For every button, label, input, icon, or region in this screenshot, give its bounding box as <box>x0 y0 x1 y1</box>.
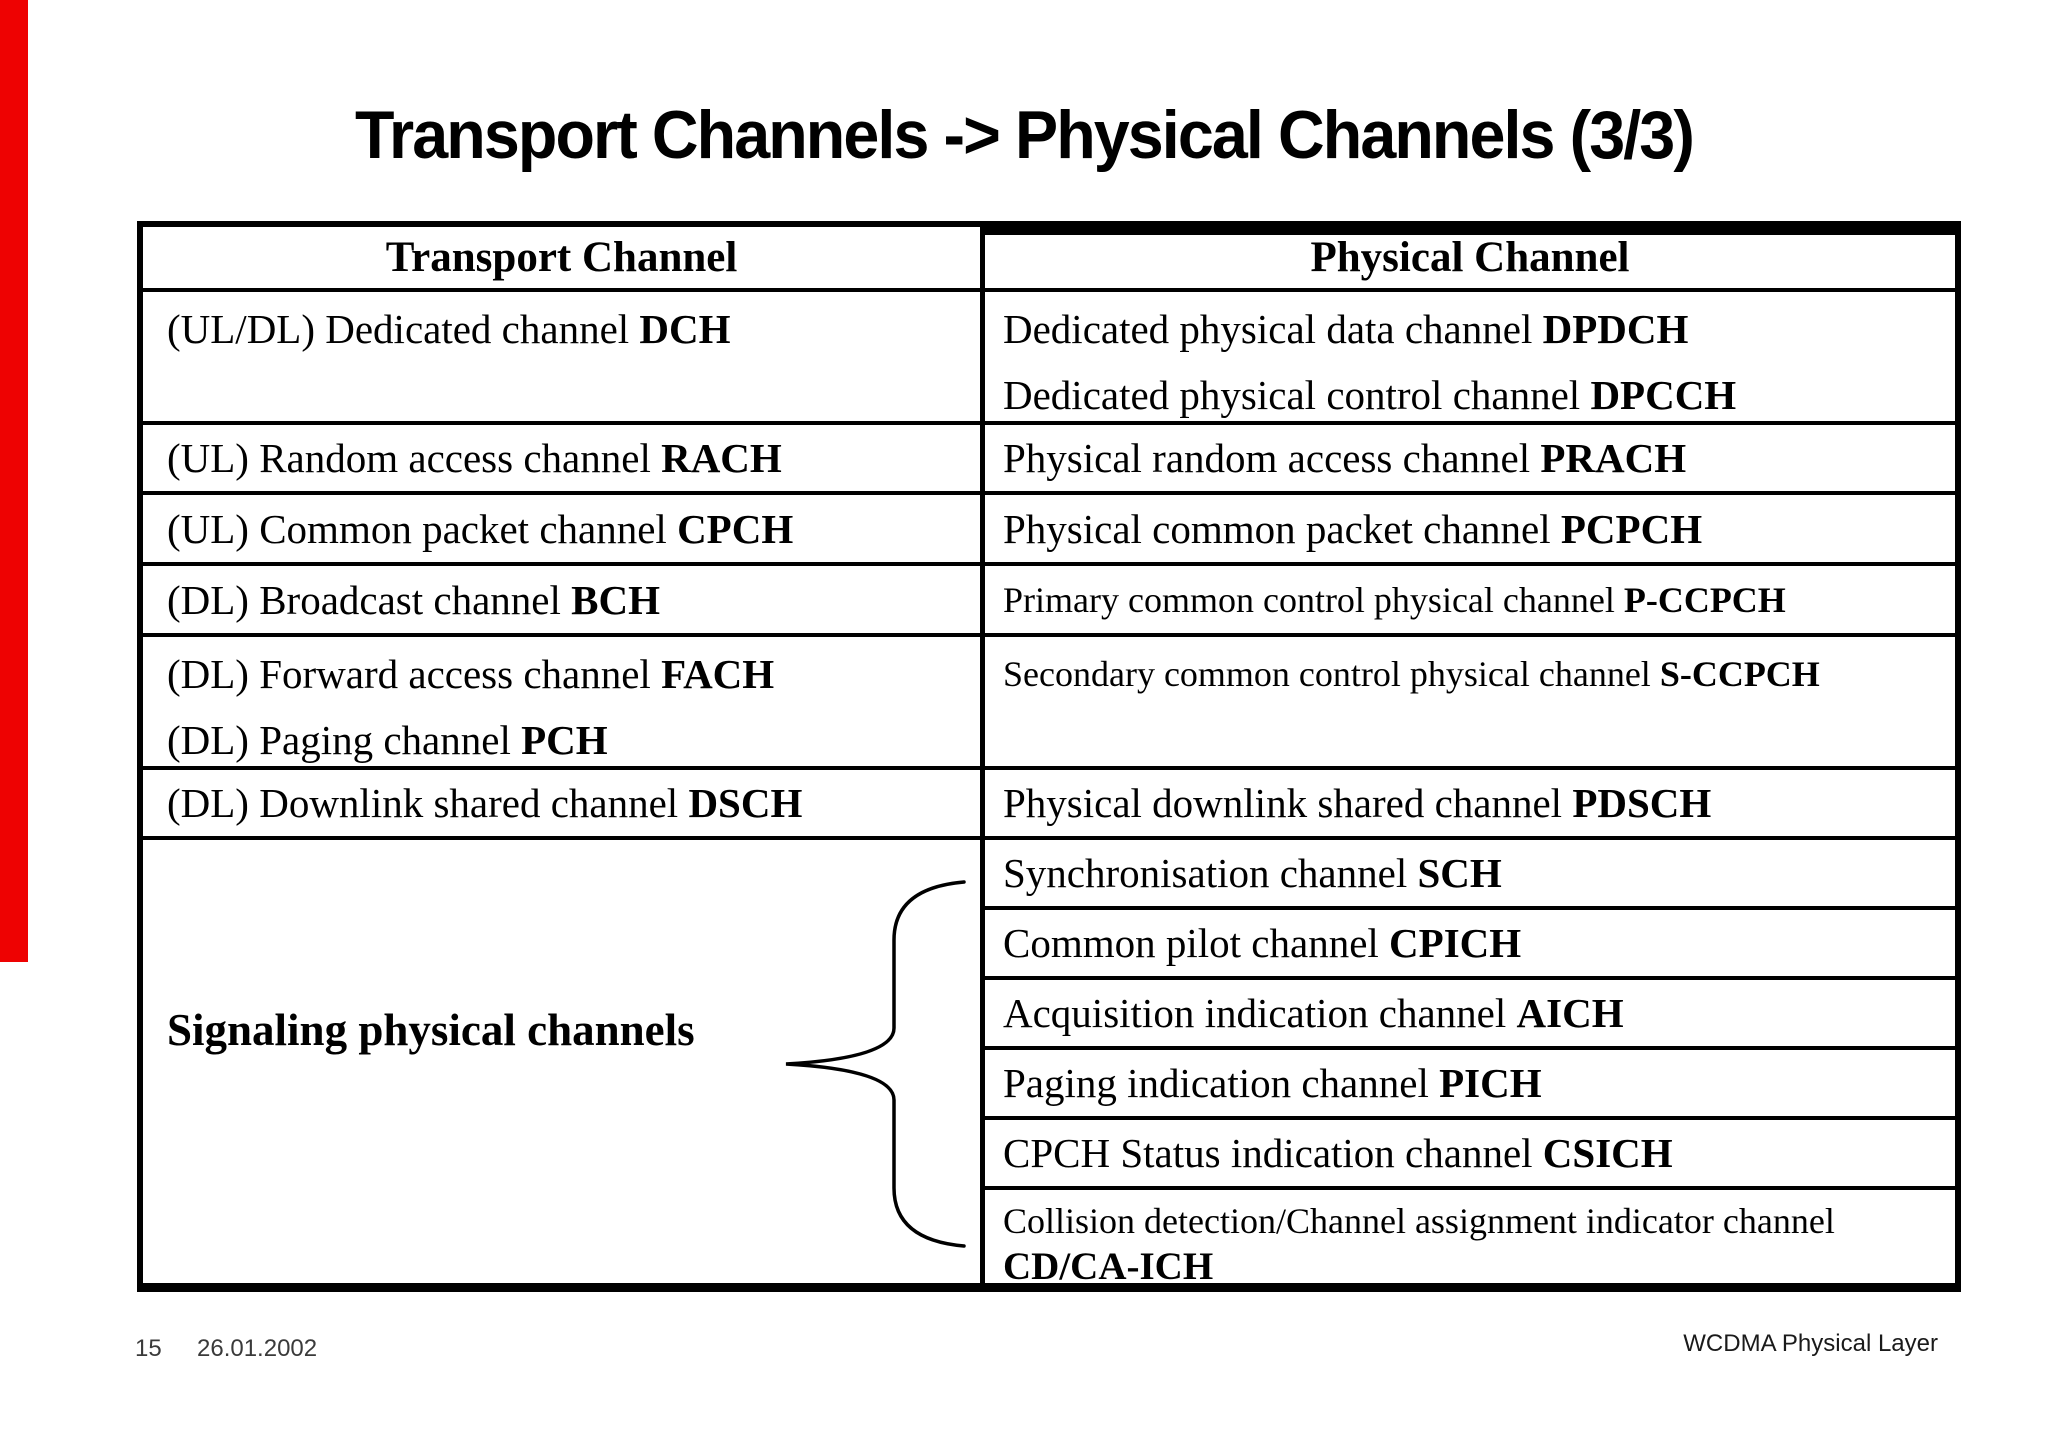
acronym: PRACH <box>1540 435 1687 481</box>
acronym: PCPCH <box>1560 505 1703 552</box>
acronym: CD/CA-ICH <box>1003 1245 1214 1288</box>
acronym: PDSCH <box>1572 780 1712 826</box>
column-header-physical-channel: Physical Channel <box>1310 233 1630 281</box>
table-row-dch: (UL/DL) Dedicated channel DCH Dedicated … <box>143 292 1955 428</box>
table-row-signaling: Signaling physical channels Synchronisat… <box>143 840 1955 1288</box>
acronym: DPDCH <box>1542 306 1689 352</box>
signaling-channel-list: Synchronisation channel SCH Common pilot… <box>985 840 1955 1288</box>
signaling-row-sch: Synchronisation channel SCH <box>985 840 1955 910</box>
footer-page-number: 15 <box>135 1335 162 1362</box>
column-header-transport-channel: Transport Channel <box>143 227 985 288</box>
physical-cell: Physical random access channel PRACH <box>985 425 1955 491</box>
signaling-row-csich: CPCH Status indication channel CSICH <box>985 1120 1955 1190</box>
acronym: FACH <box>661 651 775 697</box>
acronym: CPICH <box>1389 920 1522 966</box>
transport-cell: (UL/DL) Dedicated channel DCH <box>143 292 985 428</box>
cell-text: Collision detection/Channel assignment i… <box>1003 1201 1835 1241</box>
physical-cell: Dedicated physical data channel DPDCH De… <box>985 292 1955 428</box>
acronym: AICH <box>1516 990 1624 1036</box>
cell-text: Secondary common control physical channe… <box>1003 654 1660 694</box>
cell-text: Paging indication channel <box>1003 1060 1440 1106</box>
signaling-row-cdca-ich: Collision detection/Channel assignment i… <box>985 1190 1955 1288</box>
cell-text: Common pilot channel <box>1003 920 1390 966</box>
transport-cell: (DL) Downlink shared channel DSCH <box>143 770 985 836</box>
cell-text: CPCH Status indication channel <box>1003 1130 1543 1176</box>
cell-text: Acquisition indication channel <box>1003 990 1517 1036</box>
signaling-row-pich: Paging indication channel PICH <box>985 1050 1955 1120</box>
cell-text: (DL) Paging channel <box>167 717 522 763</box>
transport-cell: (UL) Random access channel RACH <box>143 425 985 491</box>
cell-text: Physical downlink shared channel <box>1003 780 1573 826</box>
curly-brace-icon <box>785 880 966 1248</box>
acronym: DCH <box>639 306 731 352</box>
acronym: P-CCPCH <box>1623 579 1786 620</box>
table-row-cpch: (UL) Common packet channel CPCH Physical… <box>143 495 1955 566</box>
transport-cell: (DL) Broadcast channel BCH <box>143 566 985 633</box>
acronym: S-CCPCH <box>1659 654 1820 694</box>
signaling-row-cpich: Common pilot channel CPICH <box>985 910 1955 980</box>
acronym: DPCCH <box>1590 372 1737 418</box>
acronym: DSCH <box>688 780 803 826</box>
cell-text: (DL) Downlink shared channel <box>167 780 689 826</box>
footer-date: 26.01.2002 <box>197 1335 318 1362</box>
table-row-fach-pch: (DL) Forward access channel FACH (DL) Pa… <box>143 637 1955 773</box>
acronym: CSICH <box>1542 1130 1673 1176</box>
acronym: PICH <box>1439 1060 1542 1106</box>
red-accent-bar <box>0 0 28 962</box>
cell-text: Synchronisation channel <box>1003 850 1418 896</box>
acronym: PCH <box>521 717 608 763</box>
transport-cell: (DL) Forward access channel FACH (DL) Pa… <box>143 637 985 773</box>
cell-text: Dedicated physical control channel <box>1003 372 1591 418</box>
acronym: BCH <box>571 576 660 623</box>
thick-top-border-segment <box>980 221 1961 235</box>
physical-cell: Physical common packet channel PCPCH <box>985 495 1955 562</box>
physical-cell: Primary common control physical channel … <box>985 566 1955 633</box>
acronym: CPCH <box>677 505 794 552</box>
cell-text: (UL/DL) Dedicated channel <box>167 306 640 352</box>
cell-text: Physical common packet channel <box>1003 505 1561 552</box>
cell-text: (UL) Common packet channel <box>167 505 678 552</box>
table-header-row: Transport Channel Physical Channel <box>143 227 1955 292</box>
cell-text: (DL) Forward access channel <box>167 651 662 697</box>
signaling-cell: Signaling physical channels <box>143 840 985 1286</box>
signaling-row-aich: Acquisition indication channel AICH <box>985 980 1955 1050</box>
physical-cell: Physical downlink shared channel PDSCH <box>985 770 1955 836</box>
table-row-dsch: (DL) Downlink shared channel DSCH Physic… <box>143 770 1955 840</box>
acronym: SCH <box>1417 850 1502 896</box>
cell-text: (UL) Random access channel <box>167 435 662 481</box>
cell-text: Physical random access channel <box>1003 435 1541 481</box>
table-row-bch: (DL) Broadcast channel BCH Primary commo… <box>143 566 1955 637</box>
cell-text: Dedicated physical data channel <box>1003 306 1543 352</box>
signaling-label: Signaling physical channels <box>167 1005 695 1055</box>
table-row-rach: (UL) Random access channel RACH Physical… <box>143 425 1955 495</box>
transport-cell: (UL) Common packet channel CPCH <box>143 495 985 562</box>
acronym: RACH <box>661 435 782 481</box>
footer-course-label: WCDMA Physical Layer <box>1683 1330 1938 1357</box>
cell-text: (DL) Broadcast channel <box>167 576 572 623</box>
channel-mapping-table: Transport Channel Physical Channel (UL/D… <box>137 221 1961 1292</box>
physical-cell: Secondary common control physical channe… <box>985 637 1955 773</box>
footer: 15 26.01.2002 WCDMA Physical Layer <box>0 1330 2048 1370</box>
page-title: Transport Channels -> Physical Channels … <box>355 97 1695 173</box>
cell-text: Primary common control physical channel <box>1003 579 1624 620</box>
